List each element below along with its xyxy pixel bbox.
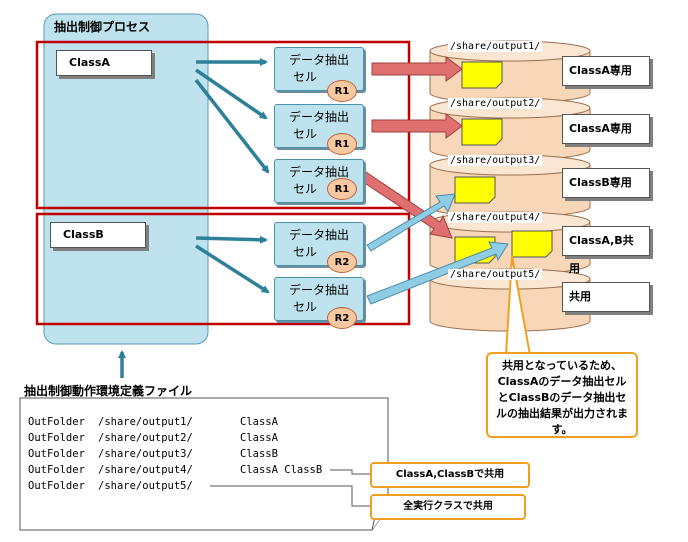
badge-r2: R2 (327, 251, 357, 273)
output-tag-4: ClassA,B共用 (562, 226, 650, 275)
document-icon (461, 118, 503, 146)
note-shared-ab: ClassA,ClassBで共用 (370, 462, 530, 488)
badge-r2: R2 (327, 307, 357, 329)
note-shared-all: 全実行クラスで共用 (370, 494, 526, 520)
document-icon (454, 176, 496, 204)
badge-r1: R1 (327, 178, 357, 200)
extraction-cell-2[interactable]: データ抽出セル (274, 104, 364, 148)
process-title: 抽出制御プロセス (54, 20, 151, 34)
output-tag-1: ClassA専用 (562, 56, 650, 86)
output-path-4: /share/output4/ (448, 212, 543, 223)
output-tag-3: ClassB専用 (562, 168, 650, 198)
classa-box[interactable]: ClassA (56, 50, 152, 76)
document-icon (511, 230, 553, 258)
classb-frame (35, 212, 411, 326)
r1-output-arrows (359, 56, 463, 239)
process-container (43, 13, 209, 345)
document-icon (461, 61, 503, 89)
output-path-5: /share/output5/ (448, 269, 543, 280)
badge-r1: R1 (327, 133, 357, 155)
config-line-4: OutFolder (28, 464, 85, 476)
shared-callout: 共用となっているため、ClassAのデータ抽出セルとClassBのデータ抽出セル… (486, 352, 638, 438)
badge-r1: R1 (327, 80, 357, 102)
output-path-3: /share/output3/ (448, 155, 543, 166)
r2-output-arrows (366, 193, 509, 305)
output-path-1: /share/output1/ (448, 41, 543, 52)
output-path-2: /share/output2/ (448, 98, 543, 109)
config-line-5: OutFolder (28, 480, 85, 492)
config-line-1: OutFolder (28, 416, 85, 428)
classb-box[interactable]: ClassB (50, 222, 146, 248)
config-line-3: OutFolder (28, 448, 85, 460)
config-title: 抽出制御動作環境定義ファイル (24, 384, 193, 398)
extraction-cell-4[interactable]: データ抽出セル (274, 222, 364, 266)
config-line-2: OutFolder (28, 432, 85, 444)
output-tag-2: ClassA専用 (562, 114, 650, 144)
output-tag-5: 共用 (562, 282, 650, 312)
class-to-cell-arrows (194, 58, 270, 294)
